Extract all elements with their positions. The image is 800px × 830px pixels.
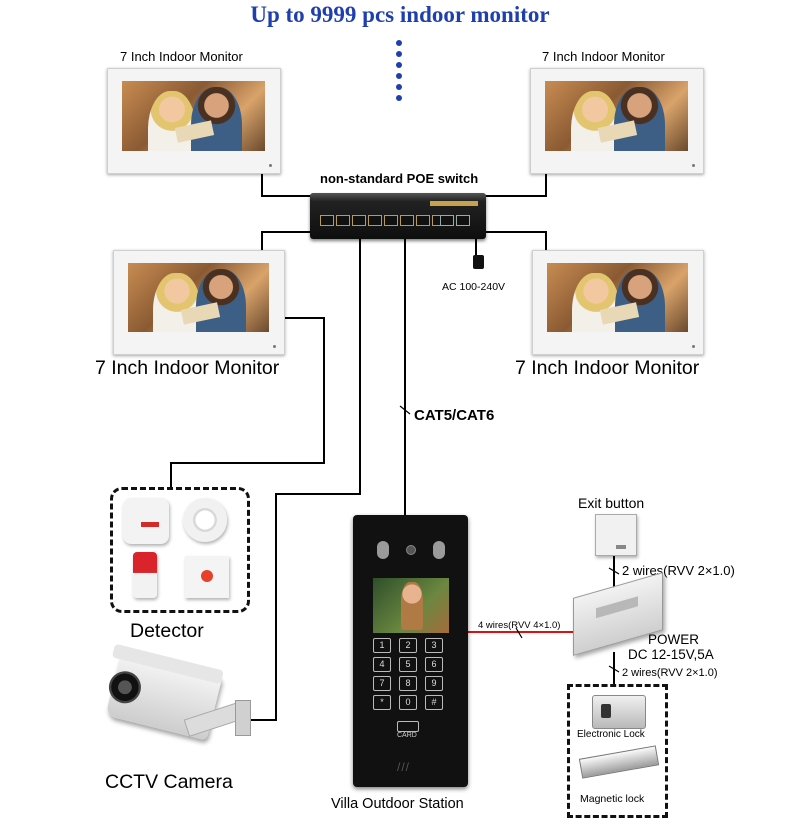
keypad-key: 8	[399, 676, 417, 691]
exit-button-icon	[595, 514, 637, 556]
wires-station-label: 4 wires(RVV 4×1.0)	[478, 620, 561, 631]
magnetic-lock-label: Magnetic lock	[580, 793, 645, 805]
emergency-button-icon	[185, 556, 229, 598]
wire-monitor-top-right	[484, 170, 547, 197]
monitor-screen-image	[122, 81, 265, 151]
diagram-title: Up to 9999 pcs indoor monitor	[250, 2, 550, 27]
siren-icon	[133, 552, 157, 598]
lock-group	[567, 684, 668, 818]
keypad-key: 4	[373, 657, 391, 672]
wire-monitor-mid-right	[484, 231, 547, 250]
keypad-key: 1	[373, 638, 391, 653]
keypad-key: 3	[425, 638, 443, 653]
keypad-key: 2	[399, 638, 417, 653]
wire-camera	[248, 238, 361, 721]
wire-monitor-mid-left	[261, 231, 312, 250]
monitor-label-top-left: 7 Inch Indoor Monitor	[120, 49, 243, 64]
detector-group	[110, 487, 250, 613]
electronic-lock-icon	[592, 695, 646, 729]
keypad-key: #	[425, 695, 443, 710]
poe-switch	[310, 193, 486, 239]
keypad-key: 5	[399, 657, 417, 672]
speaker-grill: ///	[397, 760, 411, 774]
monitor-screen-image	[545, 81, 688, 151]
wires-exit-label: 2 wires(RVV 2×1.0)	[622, 563, 735, 578]
outdoor-station-label: Villa Outdoor Station	[331, 796, 464, 812]
power-spec-label: DC 12-15V,5A	[628, 647, 714, 662]
card-reader-icon	[397, 721, 419, 732]
indoor-monitor-top-left	[107, 68, 281, 174]
monitor-label-mid-left: 7 Inch Indoor Monitor	[95, 357, 280, 379]
motion-detector-icon	[123, 498, 169, 544]
indoor-monitor-top-right	[530, 68, 704, 174]
monitor-screen-image	[547, 263, 688, 332]
wire-detector	[170, 317, 325, 487]
more-monitors-dots	[393, 40, 405, 106]
power-input-label: AC 100-240V	[442, 281, 506, 293]
indoor-monitor-mid-left	[113, 250, 285, 355]
wires-lock-label: 2 wires(RVV 2×1.0)	[622, 667, 718, 679]
power-label: POWER	[648, 632, 700, 647]
switch-label: non-standard POE switch	[320, 171, 479, 186]
monitor-screen-image	[128, 263, 269, 332]
keypad-key: *	[373, 695, 391, 710]
monitor-label-top-right: 7 Inch Indoor Monitor	[542, 49, 665, 64]
wire-monitor-top-left	[261, 170, 312, 197]
cable-label: CAT5/CAT6	[414, 407, 495, 424]
station-display	[373, 578, 449, 633]
electronic-lock-label: Electronic Lock	[577, 729, 645, 740]
station-camera-icon	[406, 545, 416, 555]
keypad-key: 7	[373, 676, 391, 691]
keypad-key: 0	[399, 695, 417, 710]
card-reader-label: CARD	[397, 732, 417, 739]
keypad-key: 6	[425, 657, 443, 672]
exit-button-label: Exit button	[578, 495, 645, 511]
camera-label: CCTV Camera	[105, 771, 233, 793]
monitor-label-mid-right: 7 Inch Indoor Monitor	[515, 357, 700, 379]
indoor-monitor-mid-right	[532, 250, 704, 355]
smoke-detector-icon	[183, 498, 227, 542]
keypad-key: 9	[425, 676, 443, 691]
power-plug-icon	[473, 255, 484, 269]
camera-mount-base	[235, 700, 251, 736]
detector-label: Detector	[130, 620, 204, 642]
